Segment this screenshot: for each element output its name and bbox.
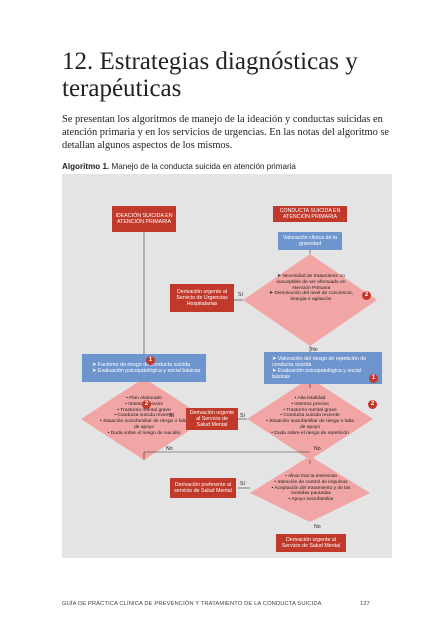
label-no-left: No <box>166 446 173 452</box>
diamond-left-shape <box>81 378 207 460</box>
flowchart: IDEACIÓN SUICIDA EN ATENCIÓN PRIMARIA CO… <box>62 174 392 558</box>
diamond-top-shape <box>243 254 377 346</box>
bottom-diamond-item: • Apoyo sociofamiliar <box>288 497 334 503</box>
right-diamond-item: • Intentos previos <box>291 401 329 407</box>
left-diamond-item: • Situación sociofamiliar de riesgo o fa… <box>100 419 188 430</box>
diamond-right-shape <box>247 378 373 460</box>
conducta-box: CONDUCTA SUICIDA EN ATENCIÓN PRIMARIA <box>273 206 347 222</box>
derivacion-preferente-box: Derivación preferente al servicio de Sal… <box>170 478 236 498</box>
final-derivacion-box: Derivación urgente al Servicio de Salud … <box>276 534 346 552</box>
note-badge-2-top: 2 <box>362 291 371 300</box>
intro-paragraph: Se presentan los algoritmos de manejo de… <box>62 114 390 151</box>
left-blue-item: ➤ Factores de riesgo de conducta suicida <box>92 361 191 368</box>
left-diamond-item: • Conducta suicida reciente <box>114 413 174 419</box>
diamond-top-item: ➤ Necesidad de tratamiento no susceptibl… <box>276 274 346 291</box>
label-si-right: Sí <box>240 413 245 419</box>
page-footer: GUÍA DE PRÁCTICA CLÍNICA DE PREVENCIÓN Y… <box>62 601 322 607</box>
label-no-bottom: No <box>314 524 321 530</box>
left-blue-box: ➤ Factores de riesgo de conducta suicida… <box>82 354 206 382</box>
note-badge-2-right: 2 <box>368 400 377 409</box>
left-diamond-item: • Plan elaborado <box>126 396 162 401</box>
label-si-top: Sí <box>238 292 243 298</box>
right-diamond-text: • Alta letalidad • Intentos previos • Tr… <box>264 396 356 437</box>
right-diamond-item: • Duda sobre el riesgo de repetición <box>271 430 349 436</box>
algorithm-caption: Algoritmo 1. Manejo de la conducta suici… <box>62 162 402 171</box>
left-diamond-item: • Trastorno mental grave <box>117 407 171 413</box>
right-diamond-item: • Trastorno mental grave <box>283 407 337 413</box>
right-blue-item: ➤ Evaluación psicopatológica y social bá… <box>272 368 361 381</box>
left-diamond-item: • Duda sobre el riesgo de suicidio <box>107 430 181 436</box>
right-diamond-item: • Situación sociofamiliar de riesgo o fa… <box>266 419 354 430</box>
label-si-bottom: Sí <box>240 481 245 487</box>
algorithm-caption-label: Algoritmo 1. <box>62 162 110 171</box>
left-blue-item: ➤ Evaluación psicopatológica y social bá… <box>92 368 201 374</box>
right-blue-box: ➤ Valoración del riesgo de repetición de… <box>264 352 382 384</box>
bottom-diamond-item: • Intención de control de impulsos <box>274 479 348 485</box>
valoracion-box: Valoración clínica de la gravedad <box>278 232 342 250</box>
ideacion-box: IDEACIÓN SUICIDA EN ATENCIÓN PRIMARIA <box>112 206 176 232</box>
right-blue-item: ➤ Valoración del riesgo de repetición de… <box>272 355 367 368</box>
note-badge-2-left: 2 <box>142 400 151 409</box>
diamond-top-item: ➤ Disminución del nivel de conciencia, l… <box>268 291 354 303</box>
label-no-top: No <box>311 347 318 353</box>
label-no-right: No <box>314 446 321 452</box>
label-si-left: Sí <box>169 413 174 419</box>
note-badge-1-left: 1 <box>146 356 155 365</box>
bottom-diamond-text: • Alivio tras la entrevista • Intención … <box>266 474 356 503</box>
chapter-title: 12. Estrategias diagnósticas y terapéuti… <box>62 48 402 102</box>
page-number: 127 <box>360 601 370 607</box>
diamond-bottom-shape <box>250 456 370 522</box>
note-badge-1-right: 1 <box>369 374 378 383</box>
right-diamond-item: • Alta letalidad <box>294 396 326 401</box>
flowchart-connectors <box>81 232 377 522</box>
right-diamond-item: • Conducta suicida reciente <box>280 413 340 419</box>
bottom-diamond-item: • Alivio tras la entrevista <box>285 474 337 479</box>
diamond-top-text: ➤ Necesidad de tratamiento no susceptibl… <box>268 274 354 303</box>
derivacion-salud-mental-box: Derivación urgente al Servicio de Salud … <box>186 408 238 430</box>
derivacion-hospital-box: Derivación urgente al Servicio de Urgenc… <box>170 284 234 312</box>
chapter-title-line2: terapéuticas <box>62 75 182 102</box>
chapter-title-line1: 12. Estrategias diagnósticas y <box>62 48 358 75</box>
algorithm-caption-text: Manejo de la conducta suicida en atenció… <box>109 162 296 171</box>
bottom-diamond-item: • Aceptación del tratamiento y de las me… <box>271 485 351 497</box>
